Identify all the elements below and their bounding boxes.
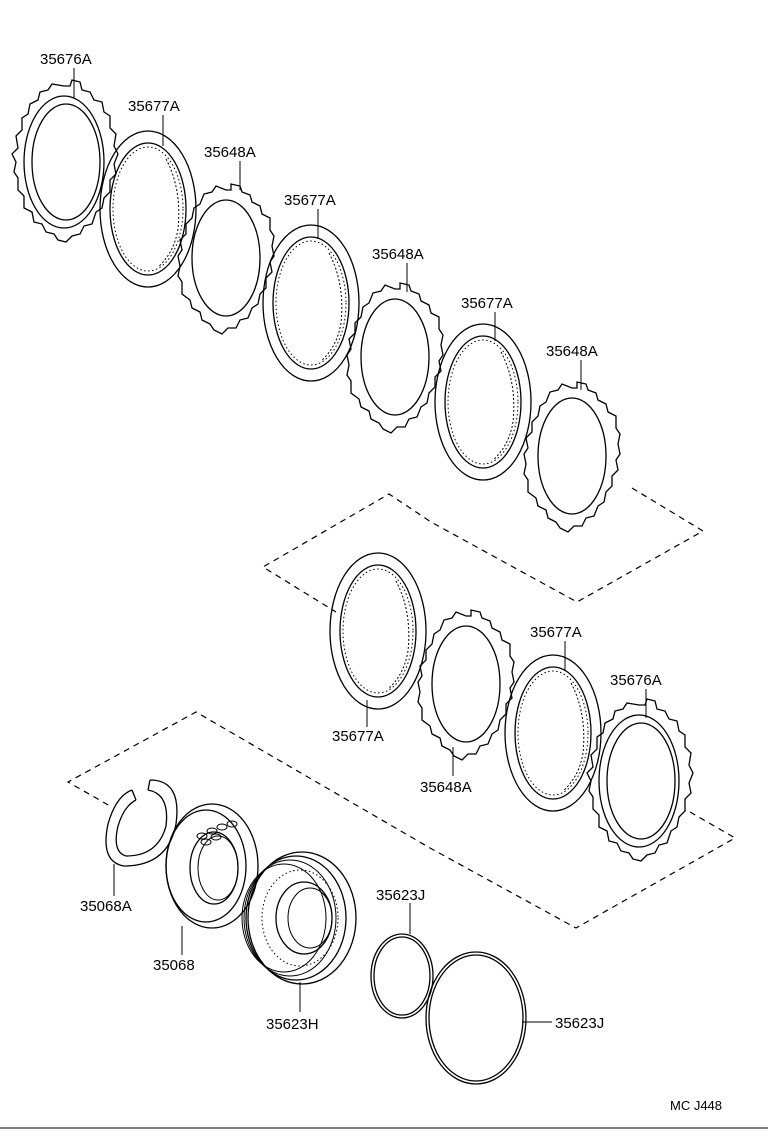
o-ring-35623J-small <box>370 933 434 1019</box>
label-35648A-3: 35648A <box>546 343 598 360</box>
label-35648A-4: 35648A <box>420 779 472 796</box>
label-35623H: 35623H <box>266 1016 319 1033</box>
label-35676A-top: 35676A <box>40 51 92 68</box>
label-35068A: 35068A <box>80 898 132 915</box>
friction-disc-35677A-5 <box>504 654 602 812</box>
friction-disc-35677A-4 <box>329 552 427 710</box>
flange-plate-35676A-bottom <box>586 698 694 862</box>
friction-disc-35677A-1 <box>99 130 197 288</box>
flange-plate-35676A-top <box>11 79 119 243</box>
friction-disc-35677A-2 <box>262 224 360 382</box>
label-35677A-2: 35677A <box>284 192 336 209</box>
omission-box-lower <box>66 711 737 929</box>
label-35648A-1: 35648A <box>204 144 256 161</box>
leader-lines <box>73 68 647 1023</box>
spring-retainer-35068 <box>165 803 259 929</box>
label-35676A-bottom: 35676A <box>610 672 662 689</box>
label-35677A-3: 35677A <box>461 295 513 312</box>
label-35068: 35068 <box>153 957 195 974</box>
diagram-code: MC J448 <box>670 1098 722 1113</box>
label-35677A-1: 35677A <box>128 98 180 115</box>
label-35677A-6: 35677A <box>530 624 582 641</box>
steel-plate-35648A-4 <box>417 609 515 761</box>
label-35623J-small: 35623J <box>376 887 425 904</box>
omission-box-middle <box>261 487 705 613</box>
steel-plate-35648A-1 <box>177 183 275 335</box>
steel-plate-35648A-2 <box>346 282 444 434</box>
label-35623J-large: 35623J <box>555 1015 604 1032</box>
label-35648A-2: 35648A <box>372 246 424 263</box>
friction-disc-35677A-3 <box>434 323 532 481</box>
label-35677A-4: 35677A <box>332 728 384 745</box>
steel-plate-35648A-3 <box>523 381 621 533</box>
o-ring-35623J-large <box>425 951 527 1085</box>
snap-ring-35068A <box>105 779 178 867</box>
piston-35623H <box>241 851 357 985</box>
